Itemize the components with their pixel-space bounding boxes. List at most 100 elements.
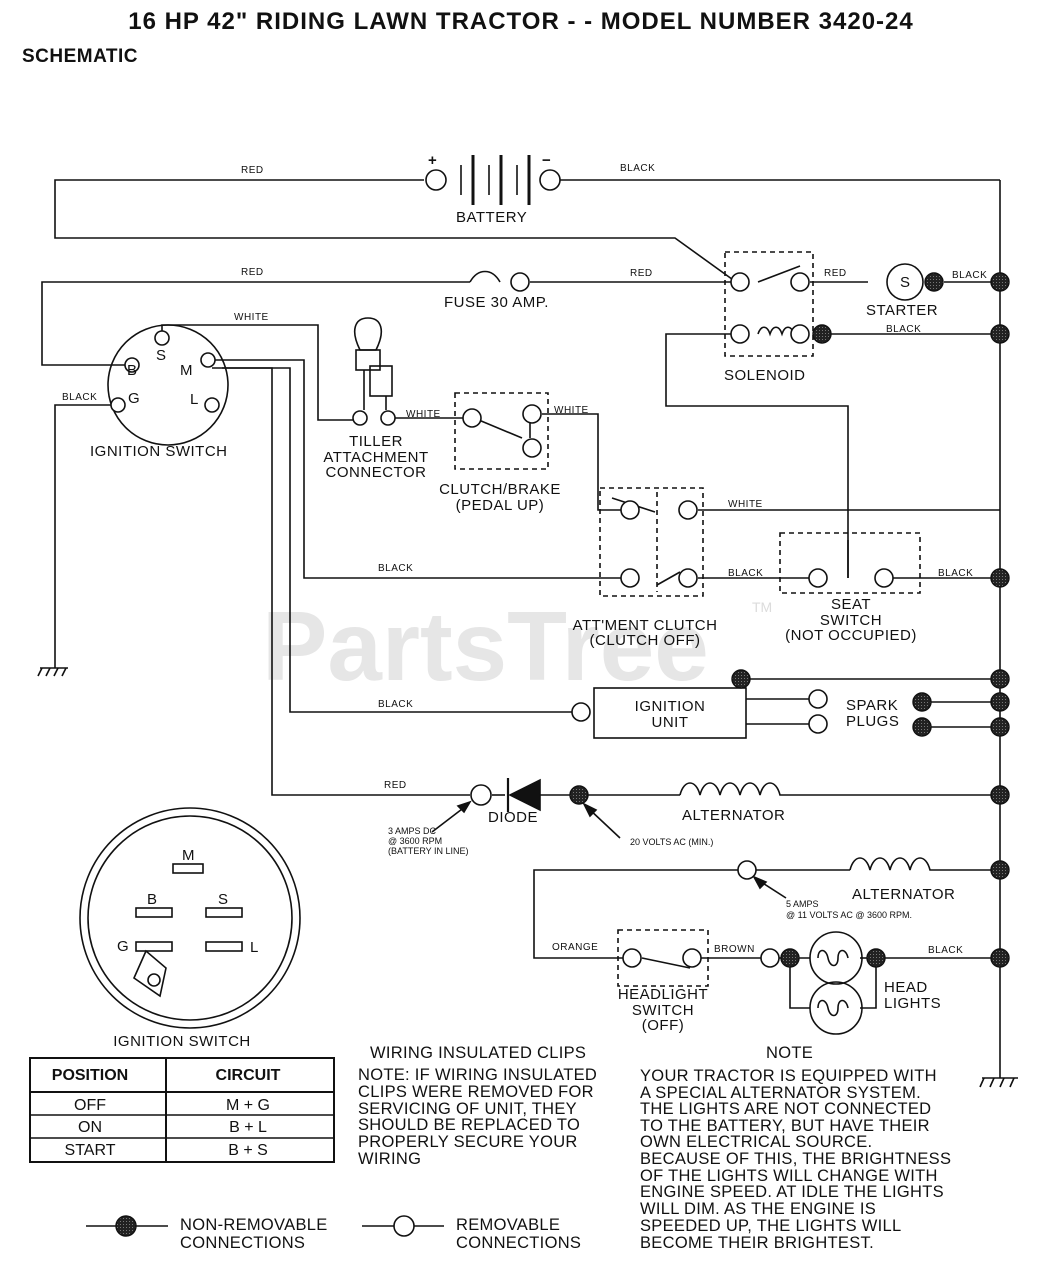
solenoid-box <box>724 251 814 357</box>
seat-switch-label: SEAT <box>831 596 871 613</box>
spark-plugs-label: PLUGS <box>846 713 899 730</box>
wire-label-red: RED <box>630 268 653 279</box>
tiller-label: CONNECTOR <box>326 464 427 481</box>
wire-label-white: WHITE <box>728 499 763 510</box>
detail-label-s: S <box>218 891 229 908</box>
tiller-connector-bulb <box>353 317 383 351</box>
seat-switch-box <box>779 532 921 594</box>
wire-label-black: BLACK <box>620 163 655 174</box>
alt-note-line: ENGINE SPEED. AT IDLE THE LIGHTS <box>640 1183 944 1201</box>
starter-letter: S <box>900 274 911 291</box>
alternator-2-note: 5 AMPS <box>786 899 819 909</box>
table-cell: M + G <box>226 1097 270 1114</box>
ignition-detail-title: IGNITION SWITCH <box>113 1033 251 1050</box>
wire-label-black: BLACK <box>938 568 973 579</box>
alt-note-line: THE LIGHTS ARE NOT CONNECTED <box>640 1100 931 1118</box>
detail-term-b <box>135 907 173 918</box>
switch-terminal-m: M <box>180 362 193 379</box>
alternator-2-label: ALTERNATOR <box>852 886 955 903</box>
attment-clutch-label: (CLUTCH OFF) <box>590 632 701 649</box>
switch-terminal-b: B <box>127 362 138 379</box>
alt-note-line: YOUR TRACTOR IS EQUIPPED WITH <box>640 1067 937 1085</box>
alternator-2-coil <box>849 857 1000 871</box>
alternator-1-label: ALTERNATOR <box>682 807 785 824</box>
wire-label-black: BLACK <box>378 563 413 574</box>
clutch-brake-box <box>454 392 549 470</box>
wire-label-red: RED <box>384 780 407 791</box>
table-cell: OFF <box>74 1097 106 1114</box>
wire-label-white: WHITE <box>234 312 269 323</box>
wire-label-black: BLACK <box>378 699 413 710</box>
legend-non-removable: CONNECTIONS <box>180 1234 305 1252</box>
ignition-switch-label: IGNITION SWITCH <box>90 443 228 460</box>
head-light-1 <box>809 931 863 985</box>
fuse-symbol <box>469 270 501 283</box>
spark-plugs-label: SPARK <box>846 697 898 714</box>
clips-note-title: WIRING INSULATED CLIPS <box>370 1044 586 1062</box>
table-header-position: POSITION <box>52 1067 128 1084</box>
diode-label: DIODE <box>488 809 538 826</box>
switch-terminal-g: G <box>128 390 140 407</box>
battery-minus-sign: − <box>542 152 551 169</box>
table-cell: B + S <box>228 1142 268 1159</box>
wire-switch-b-red <box>41 281 470 366</box>
detail-term-l <box>205 941 243 952</box>
clips-note-line: NOTE: IF WIRING INSULATED <box>358 1066 597 1084</box>
detail-term-g <box>135 941 173 952</box>
alt-note-line: TO THE BATTERY, BUT HAVE THEIR <box>640 1117 930 1135</box>
alt-note-title: NOTE <box>766 1044 813 1062</box>
circuit-table <box>29 1057 335 1163</box>
watermark-text: PartsTree <box>262 591 709 701</box>
head-lights-label: HEAD <box>884 979 928 996</box>
legend-removable: CONNECTIONS <box>456 1234 581 1252</box>
wire-label-black: BLACK <box>62 392 97 403</box>
alternator-1-note: 20 VOLTS AC (MIN.) <box>630 837 713 847</box>
wire-label-black: BLACK <box>728 568 763 579</box>
wire-label-black: BLACK <box>928 945 963 956</box>
detail-label-m: M <box>182 847 195 864</box>
attment-clutch-box <box>599 487 704 597</box>
alt-note-line: OWN ELECTRICAL SOURCE. <box>640 1133 872 1151</box>
head-light-2 <box>809 981 863 1035</box>
page-subtitle: SCHEMATIC <box>22 46 139 67</box>
diode-note: @ 3600 RPM <box>388 836 442 846</box>
alt-note-line: WILL DIM. AS THE ENGINE IS <box>640 1200 876 1218</box>
clutch-brake-label: CLUTCH/BRAKE <box>439 481 561 498</box>
clips-note-line: PROPERLY SECURE YOUR <box>358 1133 578 1151</box>
wire-label-orange: ORANGE <box>552 942 598 953</box>
legend-removable: REMOVABLE <box>456 1216 560 1234</box>
ignition-unit-box <box>593 687 747 739</box>
switch-terminal-s: S <box>156 347 167 364</box>
table-header-circuit: CIRCUIT <box>216 1067 281 1084</box>
legend-non-removable: NON-REMOVABLE <box>180 1216 328 1234</box>
table-cell: ON <box>78 1119 102 1136</box>
starter-motor <box>886 263 924 301</box>
watermark-tm: TM <box>752 599 772 615</box>
ignition-detail-body <box>79 807 301 1029</box>
wire-label-white: WHITE <box>554 405 589 416</box>
wire-label-black: BLACK <box>952 270 987 281</box>
detail-term-s <box>205 907 243 918</box>
detail-label-b: B <box>147 891 158 908</box>
wire-label-red: RED <box>241 267 264 278</box>
tiller-label: ATTACHMENT <box>323 449 428 466</box>
clips-note-line: SERVICING OF UNIT, THEY <box>358 1100 577 1118</box>
alt-note-line: OF THE LIGHTS WILL CHANGE WITH <box>640 1167 938 1185</box>
head-lights-label: LIGHTS <box>884 995 941 1012</box>
attment-clutch-label: ATT'MENT CLUTCH <box>573 617 718 634</box>
detail-term-m <box>172 863 204 874</box>
seat-switch-label: (NOT OCCUPIED) <box>785 627 917 644</box>
wire-battery-positive-red <box>54 179 737 283</box>
detail-label-l: L <box>250 939 259 956</box>
page-title: 16 HP 42" RIDING LAWN TRACTOR - - MODEL … <box>128 8 914 35</box>
solenoid-label: SOLENOID <box>724 367 806 384</box>
switch-terminal-l: L <box>190 391 199 408</box>
detail-label-g: G <box>117 938 129 955</box>
wire-label-black: BLACK <box>886 324 921 335</box>
alt-note-line: BECOME THEIR BRIGHTEST. <box>640 1234 874 1252</box>
wire-label-brown: BROWN <box>714 944 755 955</box>
tiller-label: TILLER <box>349 433 403 450</box>
table-cell: B + L <box>229 1119 267 1136</box>
